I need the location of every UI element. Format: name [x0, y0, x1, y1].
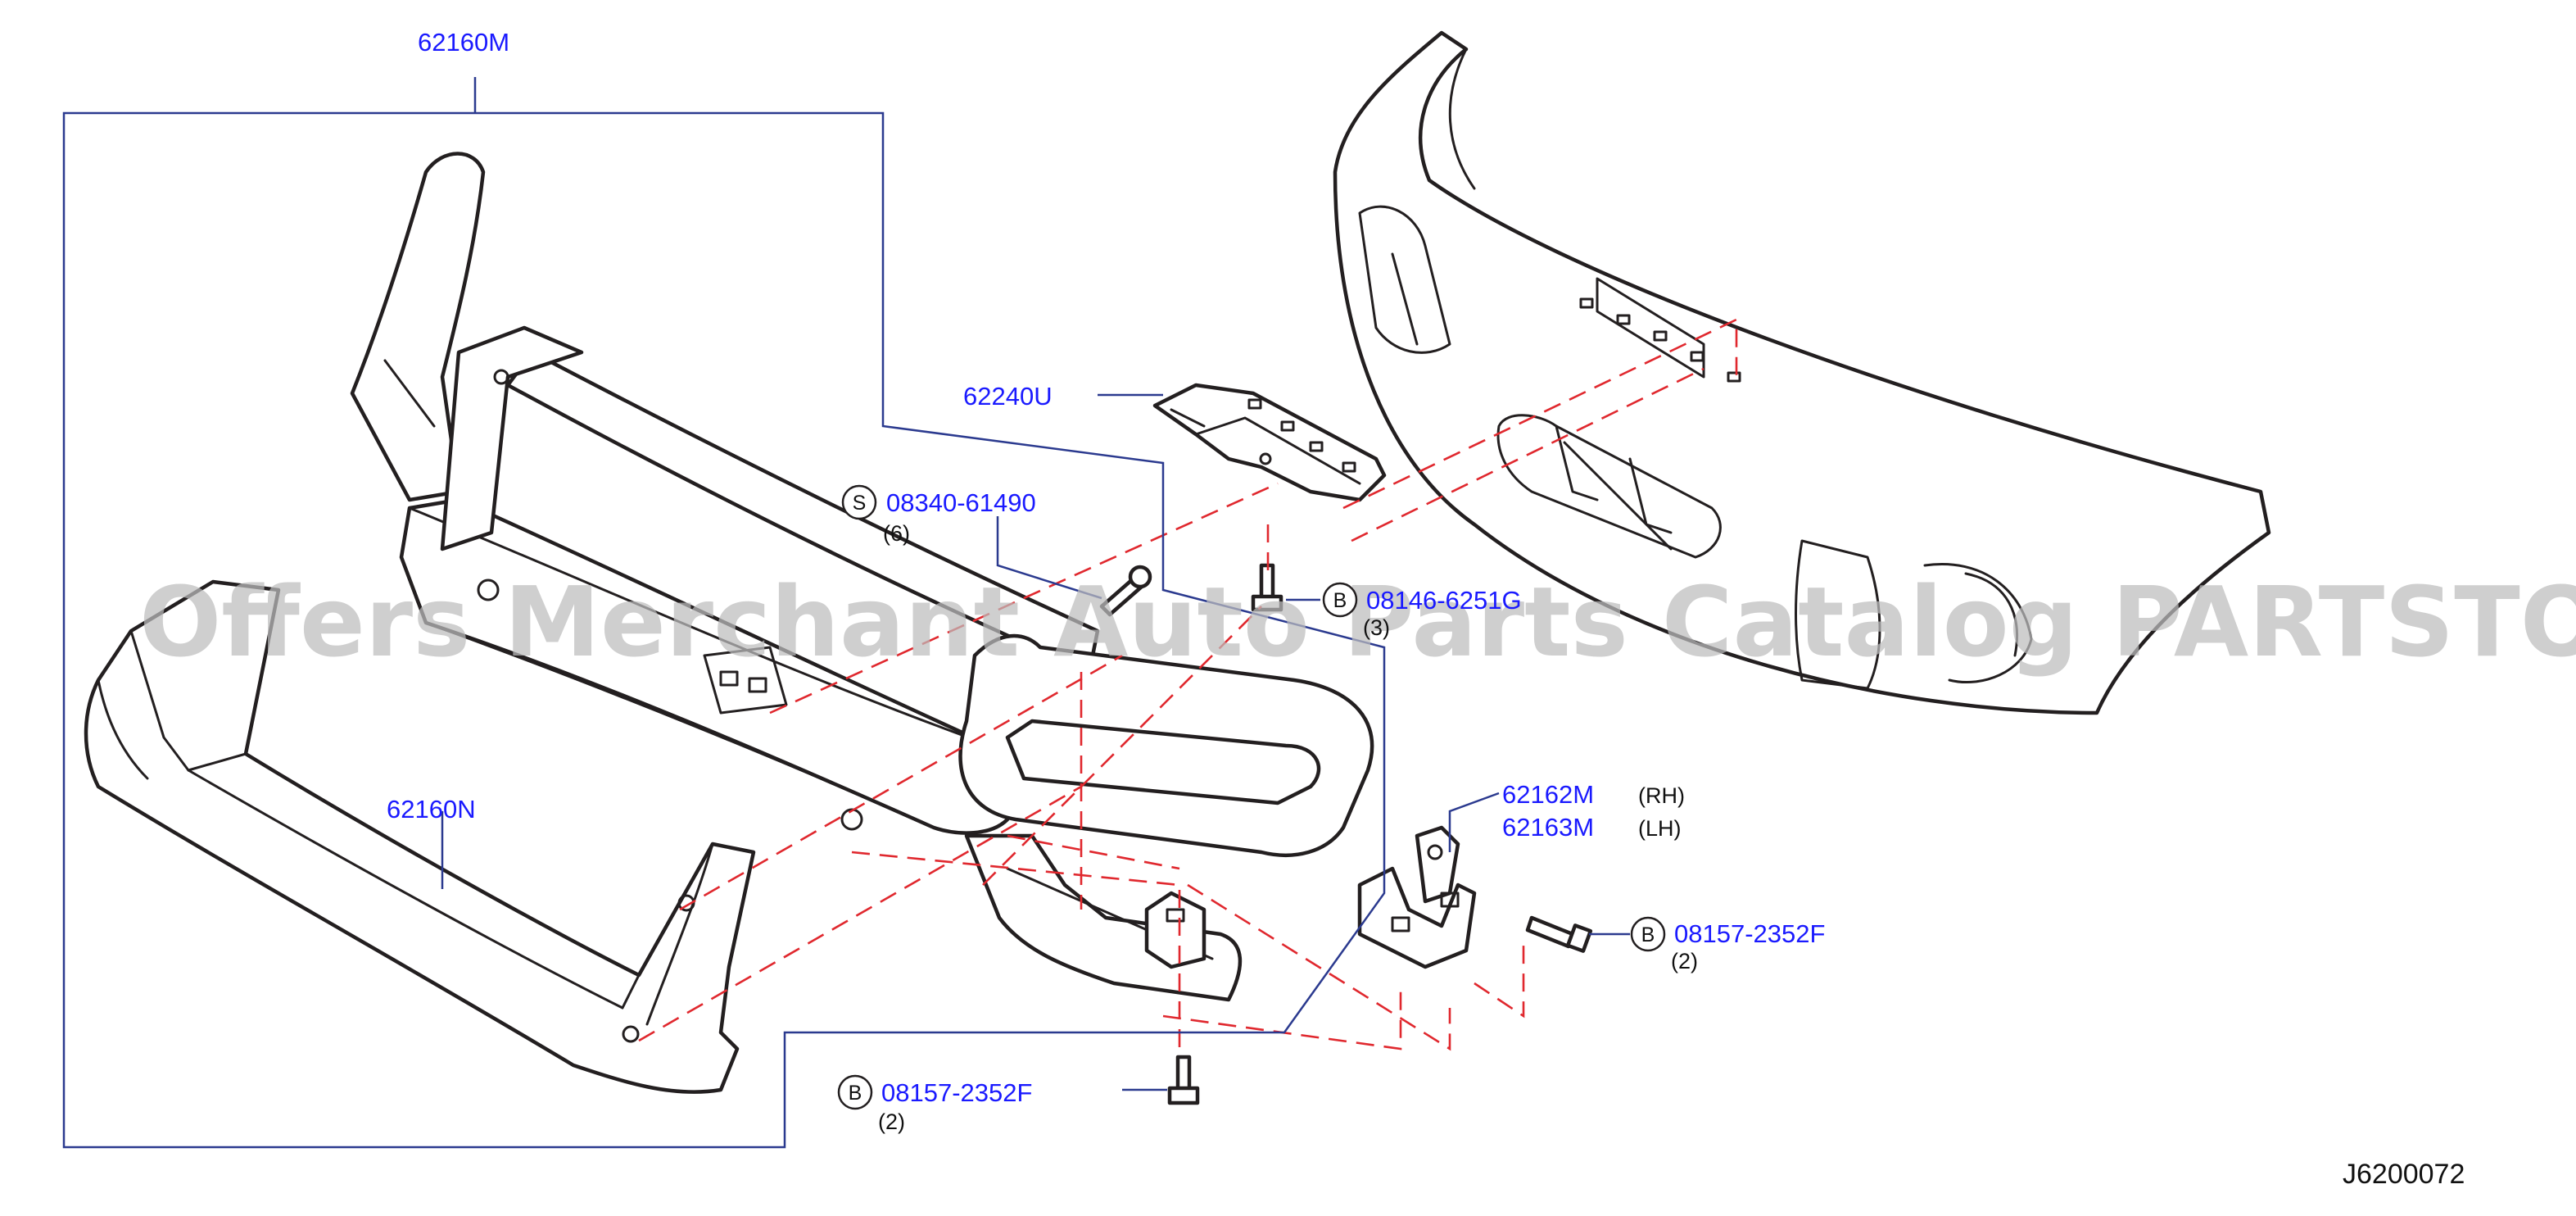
- bolt-08157-2352F-bottom: [1167, 1055, 1200, 1105]
- prefix-b: B: [849, 1082, 862, 1105]
- label-rh: (RH): [1638, 783, 1685, 808]
- diagram-code: J6200072: [2343, 1159, 2465, 1190]
- quantity: (2): [1671, 949, 1698, 973]
- quantity: (2): [878, 1109, 905, 1134]
- quantity: (3): [1363, 615, 1390, 640]
- part-number: 08157-2352F: [1674, 919, 1825, 948]
- label-62160M[interactable]: 62160M: [418, 28, 509, 57]
- callout-b-08146-6251G[interactable]: B 08146-6251G (3): [1322, 582, 1522, 640]
- side-bracket-62162M: [1357, 825, 1477, 969]
- label-62240U[interactable]: 62240U: [963, 382, 1053, 411]
- part-number: 08146-6251G: [1366, 586, 1522, 615]
- phantom-lines: [638, 317, 1738, 1057]
- bumper-fascia: [1333, 30, 2271, 715]
- prefix-b: B: [1333, 589, 1347, 612]
- prefix-s: S: [853, 492, 867, 515]
- label-62160N[interactable]: 62160N: [387, 795, 476, 824]
- prefix-b: B: [1641, 923, 1655, 946]
- bolt-08157-2352F-right: [1525, 915, 1593, 953]
- bracket-62240U: [1152, 383, 1387, 502]
- part-number: 08340-61490: [886, 488, 1036, 517]
- lower-cover-62160N: [84, 579, 756, 1094]
- leader-lines: [62, 77, 1630, 1149]
- callout-s-08340-61490[interactable]: S 08340-61490 (6): [841, 484, 1036, 546]
- label-62162M[interactable]: 62162M: [1502, 780, 1594, 809]
- quantity: (6): [883, 521, 910, 546]
- callout-b-08157-2352F-bottom[interactable]: B 08157-2352F (2): [837, 1074, 1032, 1134]
- label-62163M[interactable]: 62163M: [1502, 813, 1594, 842]
- part-number: 08157-2352F: [881, 1078, 1032, 1107]
- bolt-08340-61490: [1099, 565, 1152, 617]
- label-lh: (LH): [1638, 816, 1682, 841]
- callout-b-08157-2352F-right[interactable]: B 08157-2352F (2): [1630, 916, 1825, 973]
- watermark: Offers Merchant Auto Parts Catalog PARTS…: [139, 565, 2576, 678]
